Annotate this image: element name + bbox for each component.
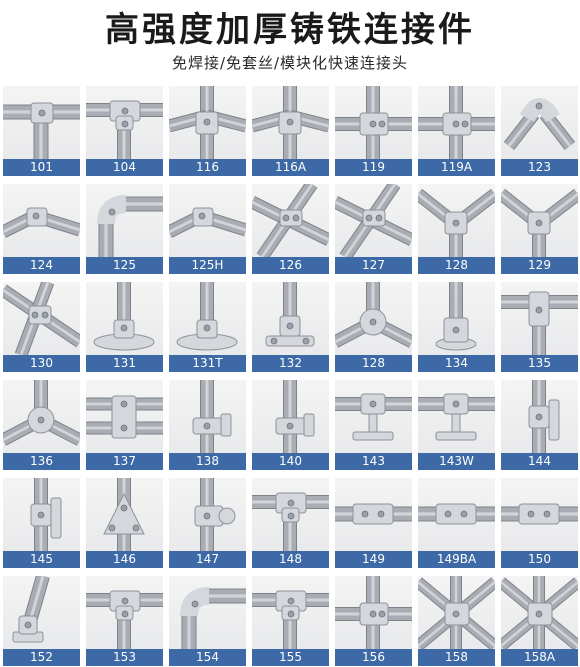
product-code-label: 154 — [169, 649, 246, 666]
product-code-label: 150 — [501, 551, 578, 568]
product-card[interactable]: 131 — [86, 282, 163, 372]
product-code-label: 136 — [3, 453, 80, 470]
product-code-label: 158A — [501, 649, 578, 666]
product-card[interactable]: 154 — [169, 576, 246, 666]
product-code-label: 156 — [335, 649, 412, 666]
product-card[interactable]: 126 — [252, 184, 329, 274]
product-card[interactable]: 144 — [501, 380, 578, 470]
product-code-label: 126 — [252, 257, 329, 274]
product-code-label: 146 — [86, 551, 163, 568]
product-card[interactable]: 104 — [86, 86, 163, 176]
product-code-label: 134 — [418, 355, 495, 372]
product-card[interactable]: 131T — [169, 282, 246, 372]
product-card[interactable]: 156 — [335, 576, 412, 666]
product-code-label: 131T — [169, 355, 246, 372]
product-code-label: 119 — [335, 159, 412, 176]
product-card[interactable]: 145 — [3, 478, 80, 568]
product-code-label: 144 — [501, 453, 578, 470]
product-card[interactable]: 125H — [169, 184, 246, 274]
product-code-label: 132 — [252, 355, 329, 372]
product-code-label: 153 — [86, 649, 163, 666]
product-code-label: 116A — [252, 159, 329, 176]
product-card[interactable]: 119 — [335, 86, 412, 176]
product-code-label: 128 — [335, 355, 412, 372]
product-card[interactable]: 153 — [86, 576, 163, 666]
product-code-label: 116 — [169, 159, 246, 176]
product-card[interactable]: 135 — [501, 282, 578, 372]
product-card[interactable]: 138 — [169, 380, 246, 470]
product-card[interactable]: 127 — [335, 184, 412, 274]
page-subtitle: 免焊接/免套丝/模块化快速连接头 — [171, 54, 409, 72]
product-code-label: 101 — [3, 159, 80, 176]
product-code-label: 131 — [86, 355, 163, 372]
product-card[interactable]: 130 — [3, 282, 80, 372]
product-code-label: 127 — [335, 257, 412, 274]
product-card[interactable]: 158A — [501, 576, 578, 666]
product-code-label: 119A — [418, 159, 495, 176]
product-code-label: 149 — [335, 551, 412, 568]
product-card[interactable]: 140 — [252, 380, 329, 470]
product-card[interactable]: 125 — [86, 184, 163, 274]
product-card[interactable]: 119A — [418, 86, 495, 176]
product-card[interactable]: 147 — [169, 478, 246, 568]
product-card[interactable]: 124 — [3, 184, 80, 274]
product-card[interactable]: 123 — [501, 86, 578, 176]
product-card[interactable]: 155 — [252, 576, 329, 666]
product-card[interactable]: 152 — [3, 576, 80, 666]
product-code-label: 124 — [3, 257, 80, 274]
product-card[interactable]: 149 — [335, 478, 412, 568]
product-card[interactable]: 150 — [501, 478, 578, 568]
product-code-label: 123 — [501, 159, 578, 176]
product-code-label: 143W — [418, 453, 495, 470]
product-code-label: 152 — [3, 649, 80, 666]
product-code-label: 128 — [418, 257, 495, 274]
product-code-label: 137 — [86, 453, 163, 470]
product-card[interactable]: 149BA — [418, 478, 495, 568]
product-card[interactable]: 136 — [3, 380, 80, 470]
product-code-label: 148 — [252, 551, 329, 568]
product-card[interactable]: 148 — [252, 478, 329, 568]
product-card[interactable]: 101 — [3, 86, 80, 176]
product-card[interactable]: 143W — [418, 380, 495, 470]
product-card[interactable]: 146 — [86, 478, 163, 568]
product-code-label: 149BA — [418, 551, 495, 568]
product-card[interactable]: 132 — [252, 282, 329, 372]
product-card[interactable]: 128 — [335, 282, 412, 372]
product-code-label: 147 — [169, 551, 246, 568]
product-card[interactable]: 129 — [501, 184, 578, 274]
product-code-label: 125 — [86, 257, 163, 274]
product-code-label: 143 — [335, 453, 412, 470]
product-code-label: 129 — [501, 257, 578, 274]
product-card[interactable]: 137 — [86, 380, 163, 470]
product-code-label: 158 — [418, 649, 495, 666]
product-card[interactable]: 128 — [418, 184, 495, 274]
product-card[interactable]: 116 — [169, 86, 246, 176]
product-code-label: 104 — [86, 159, 163, 176]
product-code-label: 145 — [3, 551, 80, 568]
product-code-label: 155 — [252, 649, 329, 666]
product-code-label: 138 — [169, 453, 246, 470]
page-title: 高强度加厚铸铁连接件 — [105, 10, 475, 50]
product-card[interactable]: 134 — [418, 282, 495, 372]
product-card[interactable]: 116A — [252, 86, 329, 176]
product-card[interactable]: 158 — [418, 576, 495, 666]
product-code-label: 135 — [501, 355, 578, 372]
product-code-label: 130 — [3, 355, 80, 372]
product-card[interactable]: 143 — [335, 380, 412, 470]
product-code-label: 140 — [252, 453, 329, 470]
product-code-label: 125H — [169, 257, 246, 274]
